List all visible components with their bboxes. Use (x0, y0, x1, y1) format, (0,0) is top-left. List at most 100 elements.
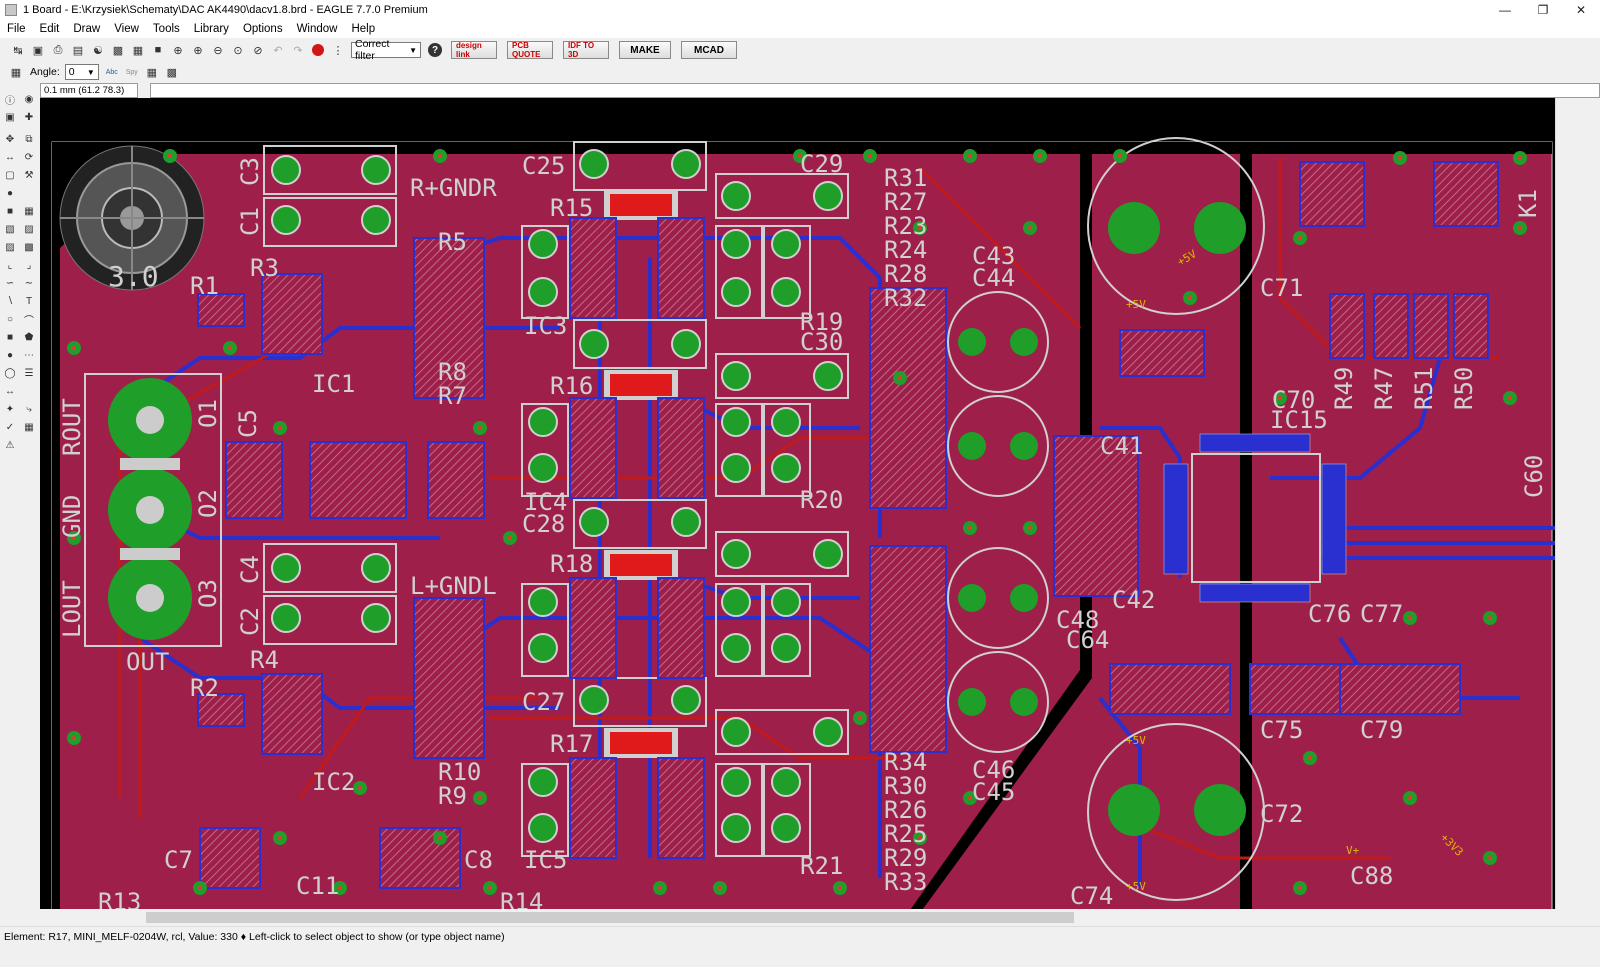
filter-select[interactable]: Correct filter ▼ (351, 38, 421, 62)
mirror-icon[interactable]: ↔ (5, 151, 15, 163)
zoom-in-icon[interactable]: ⊕ (193, 44, 203, 57)
label-ic5: IC5 (524, 846, 567, 874)
lock-icon[interactable]: ▨ (5, 241, 15, 253)
label-r28: R28 (884, 260, 927, 288)
via-icon[interactable]: ● (6, 349, 14, 361)
pcb-quote-button[interactable]: PCB QUOTE (507, 41, 553, 59)
menu-help[interactable]: Help (351, 23, 376, 35)
layout-alt-icon[interactable]: ▩ (166, 66, 177, 79)
script-icon[interactable]: ☯ (93, 44, 103, 57)
menu-draw[interactable]: Draw (73, 23, 101, 35)
redo-icon[interactable]: ↷ (293, 44, 303, 57)
rect-icon[interactable]: ■ (6, 331, 14, 343)
smash-icon[interactable]: ▩ (24, 241, 34, 253)
maximize-icon[interactable]: ❐ (1537, 3, 1549, 17)
save-icon[interactable]: ▣ (32, 44, 44, 57)
ulp-icon[interactable]: ▩ (112, 44, 124, 57)
autorouter-icon[interactable]: ⤷ (26, 403, 32, 415)
menu-library[interactable]: Library (193, 23, 229, 35)
drc-icon[interactable]: ✓ (5, 421, 15, 433)
schematic-icon[interactable]: ▦ (132, 44, 144, 57)
add-icon[interactable]: ▦ (24, 205, 34, 217)
close-icon[interactable]: ✕ (1575, 3, 1587, 17)
pcb-layout[interactable]: C3 C1 R3 R1 IC1 C25 R15 C29 R+GNDR R5 R8… (40, 98, 1555, 909)
spin-text-icon[interactable]: Spy (125, 68, 138, 76)
idf-button[interactable]: IDF TO 3D (563, 41, 609, 59)
label-r5: R5 (438, 228, 467, 256)
label-c46: C46 (972, 756, 1015, 784)
command-input[interactable] (150, 82, 1600, 98)
copy-icon[interactable]: ⧉ (25, 133, 33, 145)
zoom-select-icon[interactable]: ⊘ (253, 44, 263, 57)
mirror-text-icon[interactable]: Abc (105, 68, 118, 76)
show-icon[interactable]: ◉ (24, 93, 34, 105)
label-r32: R32 (884, 284, 927, 312)
paste-icon[interactable]: ● (6, 187, 14, 199)
label-c88: C88 (1350, 862, 1393, 890)
board-icon[interactable]: ■ (154, 44, 162, 56)
print-icon[interactable]: ⎙ (53, 43, 63, 56)
label-r21: R21 (800, 852, 843, 880)
attribute-icon[interactable]: ☰ (24, 367, 34, 379)
change-icon[interactable]: ⚒ (24, 169, 34, 181)
errors-icon[interactable]: ▦ (24, 421, 34, 433)
board-canvas[interactable]: C3 C1 R3 R1 IC1 C25 R15 C29 R+GNDR R5 R8… (40, 98, 1555, 909)
label-c2: C2 (236, 607, 264, 636)
go-icon[interactable]: ⋮ (332, 44, 344, 57)
delete-icon[interactable]: ■ (6, 205, 14, 217)
cam-icon[interactable]: ▤ (72, 44, 84, 57)
label-r25: R25 (884, 820, 927, 848)
zoom-redraw-icon[interactable]: ⊙ (233, 44, 243, 57)
net-5v-2: +5V (1126, 298, 1146, 311)
move-icon[interactable]: ✥ (5, 133, 15, 145)
optimize-icon[interactable]: ⌟ (26, 259, 32, 271)
parameter-toolbar: ▦ Angle: 0 ▼ Abc Spy ▦ ▩ (0, 62, 1600, 82)
open-icon[interactable]: ↹ (13, 44, 23, 57)
angle-value: 0 (68, 66, 75, 78)
menu-view[interactable]: View (114, 23, 139, 35)
ripup-icon[interactable]: ∼ (24, 277, 34, 289)
design-link-button[interactable]: design link (451, 41, 497, 59)
mark-icon[interactable]: ✚ (24, 111, 34, 123)
angle-select[interactable]: 0 ▼ (64, 64, 99, 80)
text-icon[interactable]: T (25, 295, 33, 307)
split-icon[interactable]: ⌞ (7, 259, 13, 271)
wire-icon[interactable]: ∖ (6, 295, 14, 307)
help-icon[interactable]: ? (428, 43, 442, 57)
display-icon[interactable]: ▣ (5, 111, 15, 123)
menu-edit[interactable]: Edit (39, 23, 60, 35)
zoom-out-icon[interactable]: ⊖ (213, 44, 223, 57)
route-icon[interactable]: ∽ (5, 277, 15, 289)
circle-icon[interactable]: ○ (6, 313, 14, 325)
make-button[interactable]: MAKE (619, 41, 671, 59)
signal-icon[interactable]: ⋯ (24, 349, 34, 361)
vertical-scrollbar[interactable] (1555, 98, 1568, 909)
name-icon[interactable]: ▧ (5, 223, 15, 235)
menu-window[interactable]: Window (296, 23, 338, 35)
horizontal-scrollbar[interactable] (40, 909, 1567, 926)
scroll-thumb[interactable] (146, 912, 1074, 923)
output-connector (84, 373, 222, 647)
minimize-icon[interactable]: — (1499, 3, 1511, 17)
group-icon[interactable]: ▢ (5, 169, 15, 181)
grid-icon[interactable]: ▦ (10, 66, 22, 79)
menu-tools[interactable]: Tools (152, 23, 180, 35)
label-r10: R10 (438, 758, 481, 786)
menu-options[interactable]: Options (242, 23, 283, 35)
undo-icon[interactable]: ↶ (273, 44, 283, 57)
warning-icon[interactable]: ⚠ (5, 439, 15, 451)
dimension-icon[interactable]: ↔ (5, 385, 15, 397)
stop-icon[interactable] (310, 42, 326, 58)
arc-icon[interactable]: ⌒ (24, 315, 34, 327)
label-c25: C25 (522, 152, 565, 180)
menu-file[interactable]: File (7, 23, 26, 35)
ratsnest-icon[interactable]: ✦ (5, 403, 15, 415)
layout-icon[interactable]: ▦ (146, 66, 157, 79)
zoom-fit-icon[interactable]: ⊕ (173, 44, 183, 57)
hole-icon[interactable]: ◯ (4, 367, 16, 379)
rotate-icon[interactable]: ⟳ (24, 151, 34, 163)
info-icon[interactable]: ⓘ (5, 95, 15, 107)
mcad-button[interactable]: MCAD (681, 41, 737, 59)
polygon-icon[interactable]: ⬟ (24, 331, 34, 343)
value-icon[interactable]: ▨ (24, 223, 34, 235)
